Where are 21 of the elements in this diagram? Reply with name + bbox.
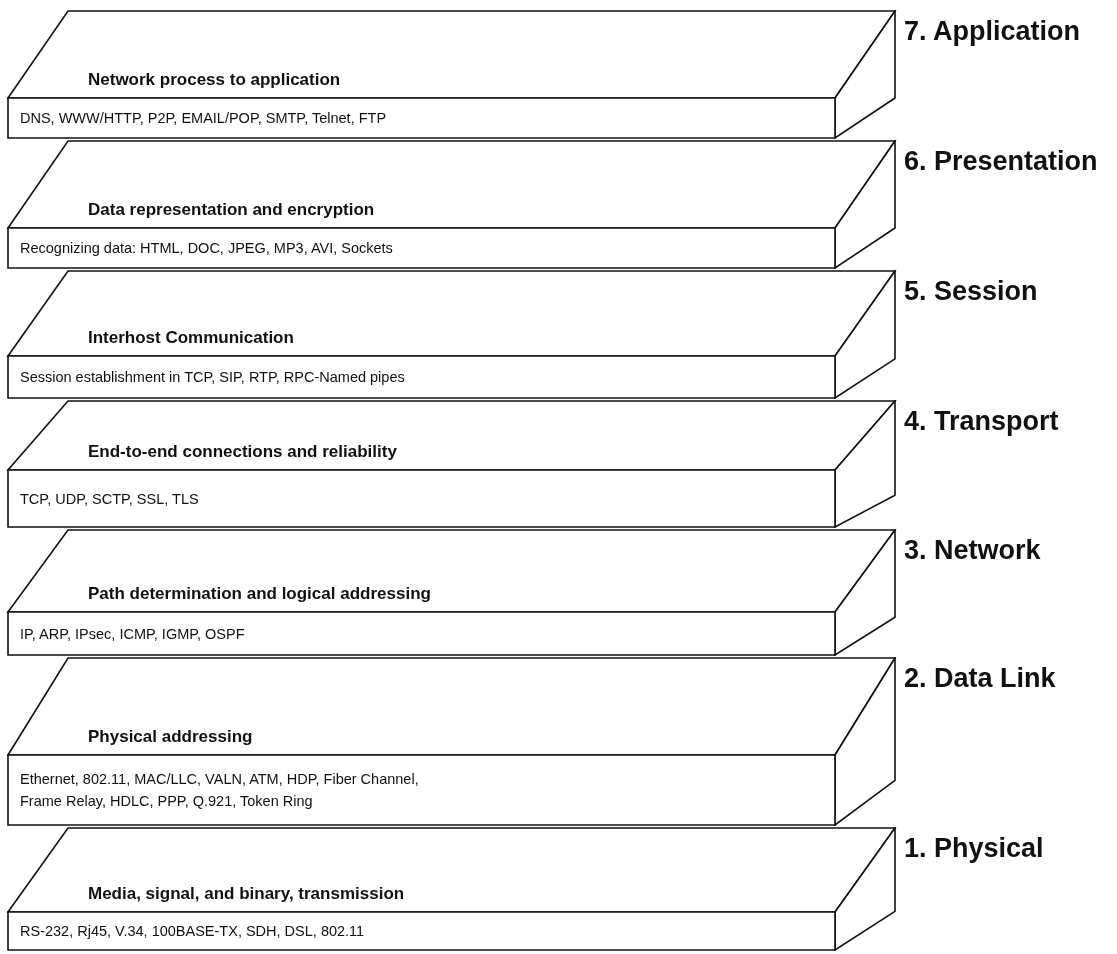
protocol-list: IP, ARP, IPsec, ICMP, IGMP, OSPF <box>20 622 780 645</box>
layer-name: 2. Data Link <box>904 663 1056 694</box>
layer-heading: Media, signal, and binary, transmission <box>88 884 405 904</box>
layer-name: 6. Presentation <box>904 146 1098 177</box>
protocol-list: TCP, UDP, SCTP, SSL, TLS <box>20 487 780 510</box>
layer-heading: Physical addressing <box>88 727 253 747</box>
layer-heading: Path determination and logical addressing <box>88 584 431 604</box>
layer-name: 4. Transport <box>904 406 1059 437</box>
protocol-list: DNS, WWW/HTTP, P2P, EMAIL/POP, SMTP, Telnet, FTP <box>20 107 780 129</box>
layer-name: 3. Network <box>904 535 1041 566</box>
layer-heading: Network process to application <box>88 70 341 90</box>
layer-heading: Data representation and encryption <box>88 200 375 220</box>
layer-heading: Interhost Communication <box>88 328 294 348</box>
protocol-list: Recognizing data: HTML, DOC, JPEG, MP3, AVI, Sockets <box>20 237 780 259</box>
protocol-list: Ethernet, 802.11, MAC/LLC, VALN, ATM, HDP, Fiber Channel, Frame Relay, HDLC, PPP, Q.921, Token Ring <box>20 768 452 812</box>
layer-name: 1. Physical <box>904 833 1044 864</box>
protocol-list: RS-232, Rj45, V.34, 100BASE-TX, SDH, DSL, 802.11 <box>20 920 780 942</box>
layer-name: 7. Application <box>904 16 1080 47</box>
layer-heading: End-to-end connections and reliability <box>88 442 397 462</box>
protocol-list: Session establishment in TCP, SIP, RTP, RPC-Named pipes <box>20 366 780 388</box>
layer-name: 5. Session <box>904 276 1038 307</box>
